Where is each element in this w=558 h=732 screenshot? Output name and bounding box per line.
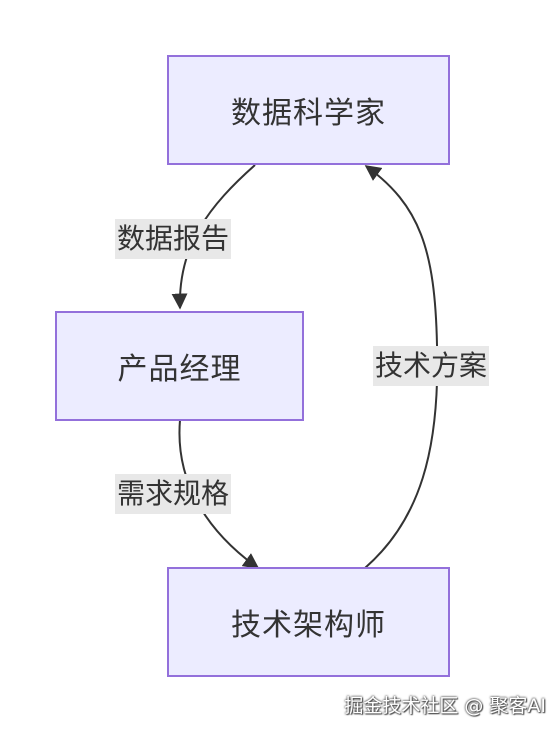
- node-label: 数据科学家: [231, 96, 386, 131]
- node-product-manager: 产品经理: [55, 311, 304, 421]
- node-tech-architect: 技术架构师: [167, 567, 450, 677]
- edge-architect-to-scientist: [364, 165, 439, 569]
- node-label: 技术架构师: [231, 608, 386, 643]
- watermark: 掘金技术社区 @ 聚客AI: [344, 695, 546, 717]
- edge-label-tech-solution: 技术方案: [373, 346, 490, 386]
- node-label: 产品经理: [117, 352, 242, 387]
- edge-label-requirement-spec: 需求规格: [115, 474, 232, 514]
- edge-label-data-report: 数据报告: [115, 219, 232, 259]
- node-data-scientist: 数据科学家: [167, 55, 450, 165]
